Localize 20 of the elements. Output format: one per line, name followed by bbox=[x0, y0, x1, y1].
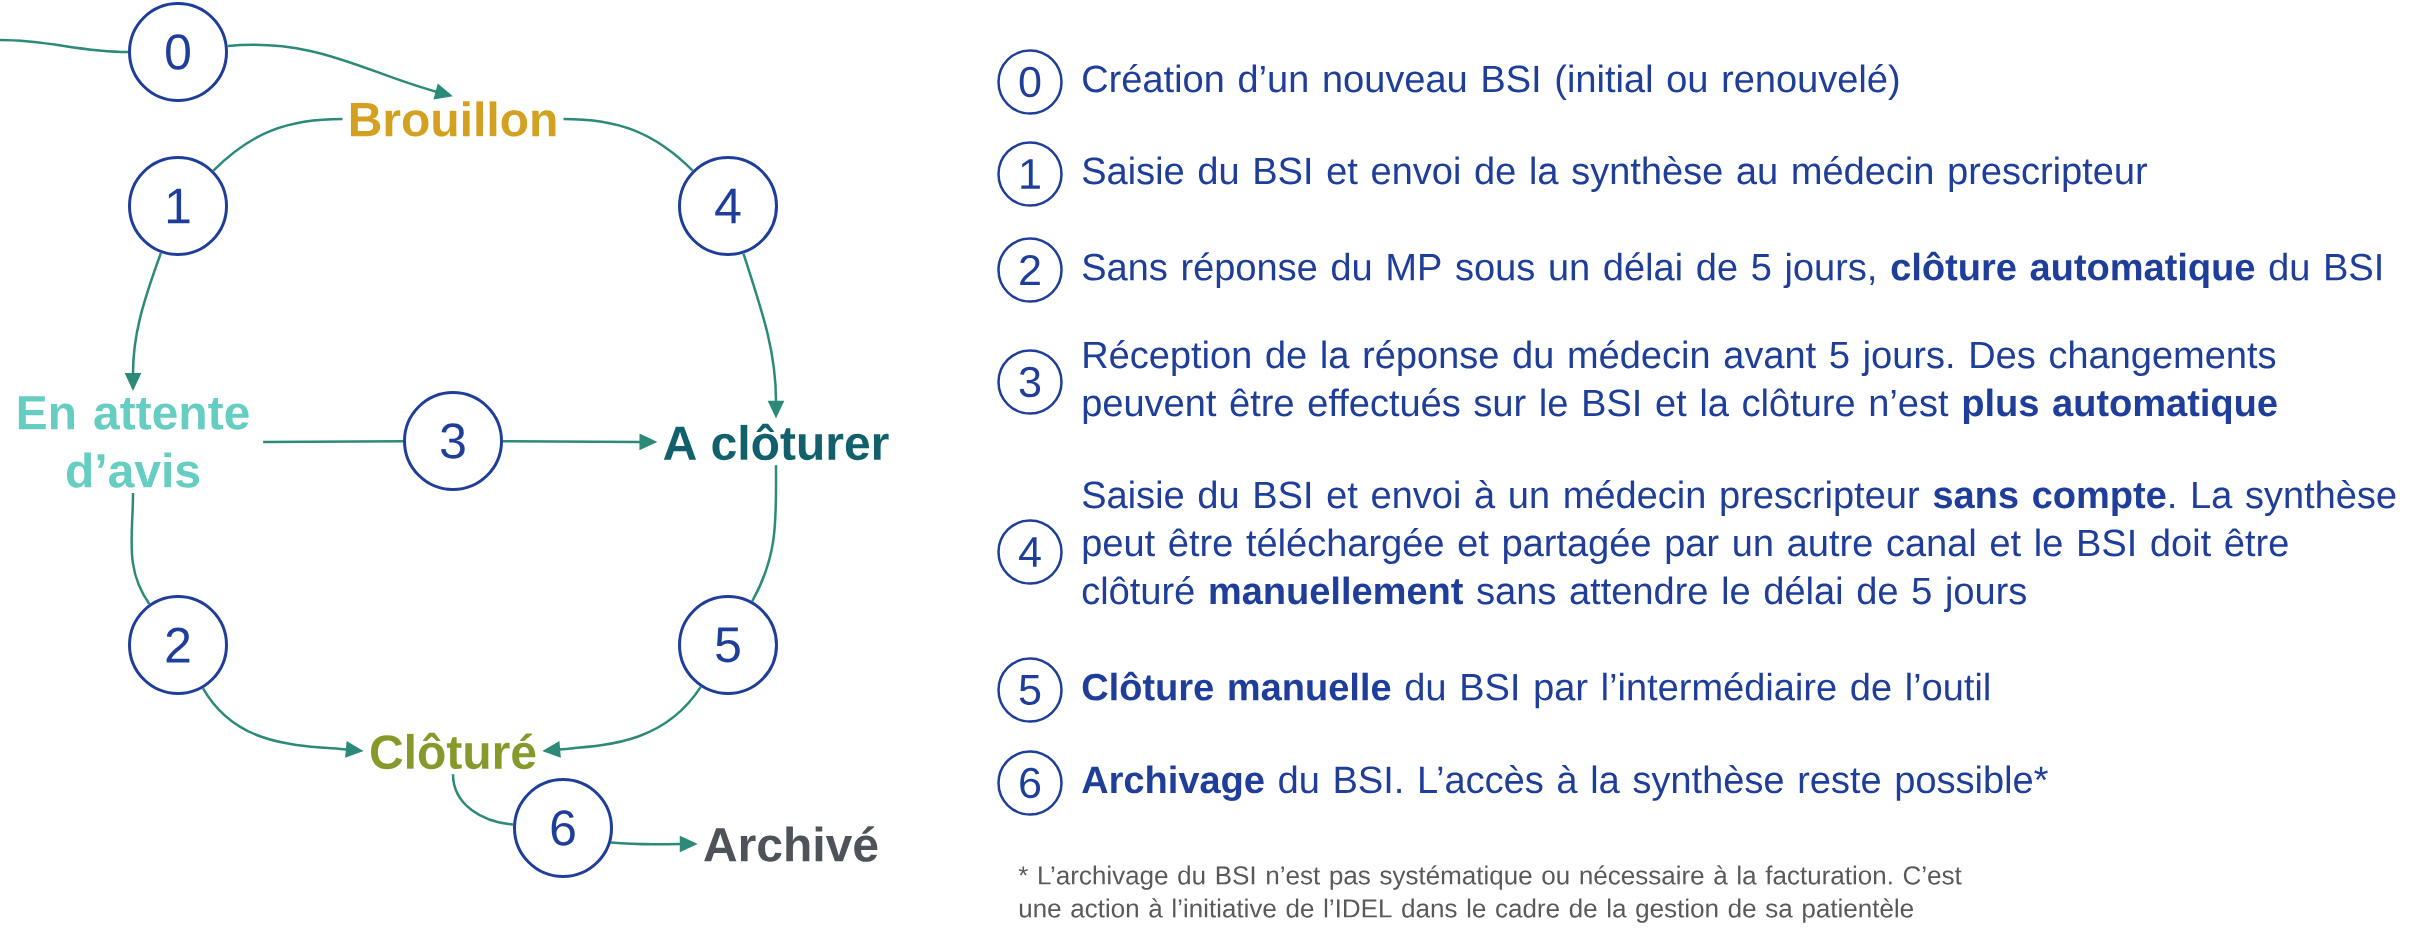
footnote: * L’archivage du BSI n’est pas systématique ou nécessaire à la facturation. C’est une action à l’initiative de l’IDEL dans le cadre de la gestion de sa patientèle bbox=[1018, 865, 1962, 923]
connector-line bbox=[751, 465, 778, 602]
description-text: Clôture manuelle du BSI par l’intermédiaire de l’outil bbox=[1082, 671, 1989, 709]
connector-line bbox=[0, 38, 129, 54]
description-text: Création d’un nouveau BSI (initial ou renouvelé) bbox=[1083, 64, 1899, 100]
connector-line bbox=[212, 117, 343, 172]
description-text: Sans réponse du MP sous un délai de 5 jours, clôture automatique du BSI bbox=[1082, 251, 2381, 289]
connector-line bbox=[451, 774, 514, 826]
description-text: Archivage du BSI. L’accès à la synthèse reste possible* bbox=[1082, 765, 2048, 801]
connector-line bbox=[263, 440, 403, 444]
description-text: Saisie du BSI et envoi de la synthèse au médecin prescripteur bbox=[1082, 156, 2148, 192]
state-label: A clôturer bbox=[663, 423, 889, 461]
description-text: Saisie du BSI et envoi à un médecin prescripteur sans compte. La synthèse peut être téléchargée et partagée par un autre canal et le BSI doit être clôturé manuellement sans attendre le délai de 5 jours bbox=[1082, 480, 2396, 612]
state-label: Brouillon bbox=[350, 101, 556, 137]
connector-line bbox=[130, 492, 151, 605]
state-label: En attente d’avis bbox=[18, 396, 249, 488]
connector-line bbox=[563, 117, 694, 172]
state-label: Clôturé bbox=[371, 732, 536, 770]
state-label: Archivé bbox=[704, 826, 878, 862]
description-text: Réception de la réponse du médecin avant 5 jours. Des changements peuvent être effectués sur le BSI et la clôture n’est plus automatique bbox=[1083, 340, 2277, 424]
